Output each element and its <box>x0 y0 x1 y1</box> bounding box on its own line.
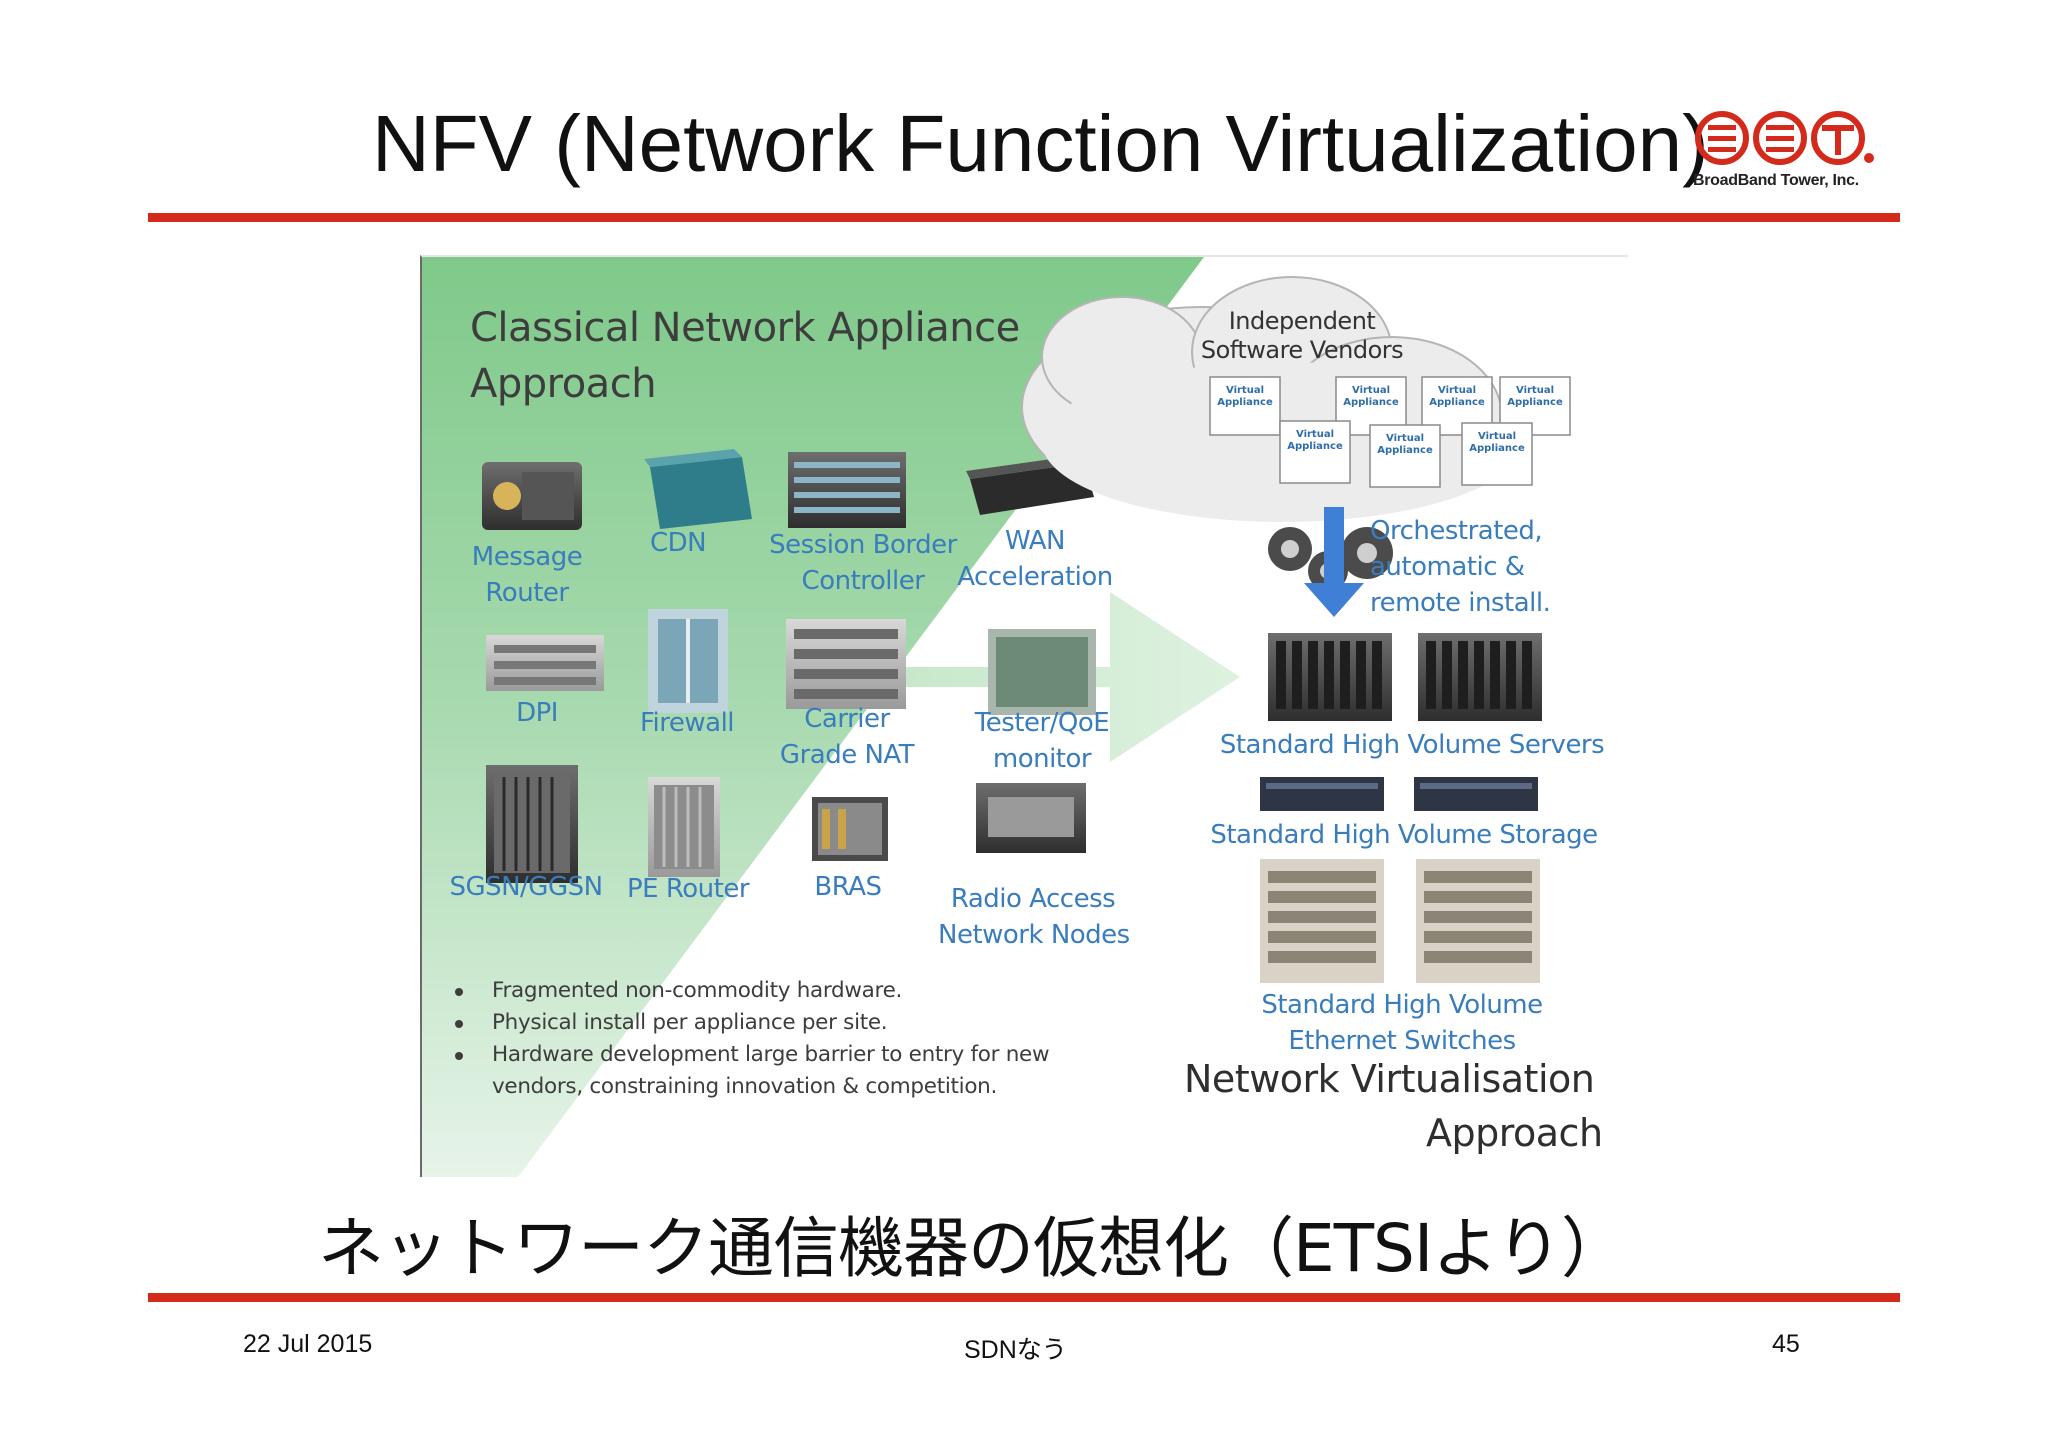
footer-center-text: SDNなう <box>964 1336 1067 1364</box>
classical-heading-line2: Approach <box>470 361 657 407</box>
appliance-label-cdn: CDN <box>649 528 707 558</box>
company-logo <box>1694 110 1876 190</box>
top-divider <box>148 213 1900 222</box>
message-router-image <box>482 462 582 530</box>
install-arrow <box>1304 507 1364 617</box>
sgsn-ggsn-image <box>486 765 578 883</box>
tester-qoe-monitor-image <box>988 629 1096 715</box>
virtualisation-heading-line1: Network Virtualisation <box>1184 1057 1595 1101</box>
etsi-nfv-figure: Classical Network Appliance Approach Mes… <box>420 255 1628 1177</box>
page-number: 45 <box>1772 1330 1800 1358</box>
firewall-image <box>648 609 728 713</box>
servers-label: Standard High Volume Servers <box>1219 730 1605 760</box>
bras-image <box>812 797 888 861</box>
orchestration-text: Orchestrated, automatic & remote install… <box>1370 516 1551 618</box>
slide-subtitle: ネットワーク通信機器の仮想化（ETSIより） <box>318 1210 1627 1287</box>
standard-servers-image <box>1268 633 1542 721</box>
storage-label: Standard High Volume Storage <box>1210 820 1598 850</box>
appliance-label-bras: BRAS <box>814 872 882 902</box>
bottom-divider <box>148 1293 1900 1302</box>
cdn-image <box>644 449 752 529</box>
classical-heading-line1: Classical Network Appliance <box>470 305 1020 351</box>
pe-router-image <box>648 777 720 877</box>
slide-title: NFV (Network Function Virtualization) <box>372 99 1709 188</box>
footer-date: 22 Jul 2015 <box>243 1330 373 1358</box>
radio-access-network-nodes-image <box>968 773 1094 865</box>
standard-storage-image <box>1260 777 1538 811</box>
bullet-item: vendors, constraining innovation & compe… <box>492 1074 998 1099</box>
bullet-item: Physical install per appliance per site. <box>492 1010 888 1035</box>
company-name: BroadBand Tower, Inc. <box>1693 172 1859 189</box>
appliance-label-firewall: Firewall <box>639 708 735 738</box>
appliance-label-sgsn-ggsn: SGSN/GGSN <box>449 872 603 902</box>
ethernet-switches-image <box>1260 859 1540 983</box>
session-border-controller-image <box>788 452 906 528</box>
bullet-item: Hardware development large barrier to en… <box>492 1042 1050 1067</box>
virtualisation-heading-line2: Approach <box>1426 1111 1603 1155</box>
figure-graphics <box>422 257 1571 1177</box>
appliance-label-dpi: DPI <box>516 698 558 728</box>
dpi-image <box>486 635 604 691</box>
carrier-grade-nat-image <box>786 619 906 709</box>
bullet-item: Fragmented non-commodity hardware. <box>492 978 903 1003</box>
appliance-label-pe-router: PE Router <box>626 874 750 904</box>
bullet-list: Fragmented non-commodity hardware. Physi… <box>492 975 1050 1103</box>
